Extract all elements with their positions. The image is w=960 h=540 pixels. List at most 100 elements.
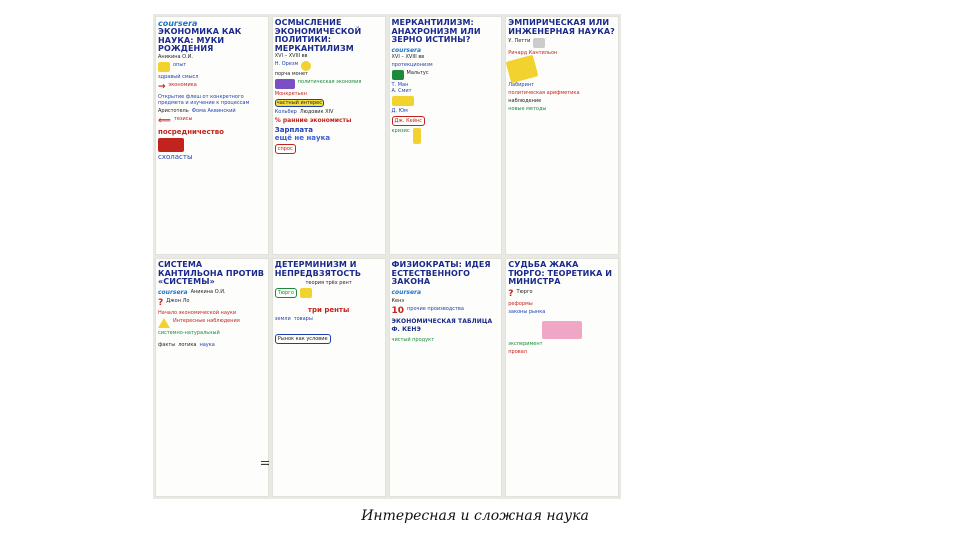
note: факты: [158, 341, 176, 348]
note: Людовик XIV: [299, 109, 334, 115]
sheet-title: Детерминизм и непредвзятость: [274, 260, 362, 278]
sheet-title: Осмысление экономической политики: мерка…: [274, 18, 362, 53]
sheet-title: Эмпирическая или инженерная наука?: [508, 18, 615, 36]
bulb-doodle-icon: [158, 61, 170, 72]
sheet-mercantilism-anachronism: Меркантилизм: анахронизм или зерно истин…: [388, 16, 503, 255]
note: порча монет: [274, 71, 308, 77]
bulb-doodle-icon: [412, 127, 421, 144]
sheet-title: Экономика как наука: муки рождения: [158, 27, 242, 53]
note: три ренты: [307, 306, 350, 314]
slide-caption: Интересная и сложная наука: [0, 508, 960, 524]
question-doodle-icon: ?: [158, 297, 164, 308]
note: здравый смысл: [158, 73, 199, 80]
note: экономика: [168, 81, 197, 88]
arrow-down-doodle-icon: [542, 320, 583, 339]
warning-doodle-icon: [158, 317, 170, 328]
conspect-board-image: coursera Экономика как наука: муки рожде…: [153, 14, 621, 499]
note: эксперимент: [508, 340, 543, 347]
sheet-physiocrats: Физиократы: идея естественного закона co…: [388, 258, 503, 497]
note: Кенэ: [391, 297, 405, 304]
note: ещё не наука: [274, 134, 331, 142]
note: политическая арифметика: [508, 90, 580, 96]
portrait-doodle-icon: [533, 38, 546, 48]
note: Фома Аквинский: [191, 107, 236, 114]
sheet-author: Аникина О.И.: [190, 288, 226, 295]
note: наблюдение: [508, 98, 542, 104]
question-doodle-icon: ?: [508, 288, 514, 299]
note: Кольбер: [274, 109, 297, 115]
sheet-turgot-fate: Судьба Жака Тюрго: теоретика и министра …: [505, 258, 619, 497]
book-doodle-icon: [158, 137, 184, 152]
sheet-empirical-or-engineering: Эмпирическая или инженерная наука? У. Пе…: [505, 16, 619, 255]
note: А. Смит: [391, 87, 412, 94]
note: Интересные наблюдения: [173, 317, 240, 324]
caption-text: Интересная и сложная наука: [361, 508, 589, 524]
globe-doodle-icon: [391, 69, 404, 80]
note: тезисы: [173, 115, 193, 122]
sheet-economics-as-science: coursera Экономика как наука: муки рожде…: [155, 16, 269, 255]
note: теория трёх рент: [305, 280, 352, 286]
note: логика: [178, 341, 197, 348]
note: новые методы: [508, 106, 547, 112]
note: XVI – XVIII вв: [274, 53, 308, 59]
note: схоласты: [158, 152, 193, 161]
sheet-title: Меркантилизм: анахронизм или зерно истин…: [391, 18, 481, 44]
note: Ричард Кантильон: [508, 50, 558, 56]
note: Зарплата: [274, 126, 313, 134]
note: наука: [199, 341, 215, 348]
doodle-icon: [299, 288, 312, 298]
note: посредничество: [158, 127, 224, 136]
note: Дж. Кейнс: [391, 115, 425, 126]
arrow-icon: ⟸: [158, 115, 171, 126]
note: предмета и изучение к процессам: [158, 99, 250, 106]
labyrinth-doodle-icon: [505, 54, 539, 84]
coursera-logo: coursera: [158, 288, 188, 296]
sheet-title: Система Кантильона против «системы»: [158, 260, 265, 286]
coursera-logo: coursera: [391, 288, 422, 296]
note: Тюрго: [274, 288, 297, 298]
note: реформы: [508, 300, 533, 307]
note: системно-натуральный: [158, 329, 220, 336]
note: кризис: [391, 127, 410, 134]
note: XVI – XVIII вв: [391, 53, 425, 60]
note: опыт: [173, 61, 187, 68]
note: Т. Ман: [391, 81, 409, 88]
note: Н. Орезм: [274, 61, 299, 67]
note: Экономическая таблица Ф. Кенэ: [391, 317, 493, 334]
note: Мальтус: [406, 69, 429, 76]
arrow-right-icon: ⇒: [260, 453, 269, 472]
note: У. Петти: [508, 38, 531, 44]
building-doodle-icon: [391, 95, 414, 106]
sheet-title: Физиократы: идея естественного закона: [391, 260, 491, 286]
note: Начало экономической науки: [158, 309, 237, 316]
books-doodle-icon: [274, 79, 295, 89]
note: Аристотель: [158, 107, 189, 114]
note: Джон Ло: [166, 297, 190, 304]
note: частный интерес: [274, 99, 324, 107]
note: спрос: [274, 144, 296, 154]
coursera-logo: coursera: [158, 19, 198, 28]
note: % ранние экономисты: [274, 117, 352, 124]
sheet-title: Судьба Жака Тюрго: теоретика и министра: [508, 260, 613, 286]
sheet-cantillon-system: Система Кантильона против «системы» cour…: [155, 258, 269, 497]
note: Монкретьен: [274, 91, 307, 97]
coin-doodle-icon: [301, 61, 312, 71]
sheet-author: Аникина О.И.: [158, 53, 193, 60]
note: протекционизм: [391, 61, 433, 68]
note: Лабиринт: [508, 82, 535, 88]
note: прочие производства: [407, 305, 464, 312]
note: законы рынка: [508, 308, 546, 315]
sheet-mercantilism-policy: Осмысление экономической политики: мерка…: [271, 16, 386, 255]
note: Рынок как условие: [274, 334, 331, 344]
note: товары: [293, 316, 313, 322]
note: Д. Юм: [391, 107, 408, 114]
note: политическая экономия: [297, 79, 362, 85]
note: земли: [274, 316, 291, 322]
note: 10: [391, 305, 405, 316]
coursera-logo: coursera: [391, 46, 422, 54]
sheet-determinism: Детерминизм и непредвзятость теория трёх…: [271, 258, 386, 497]
note: провал: [508, 348, 527, 355]
note: Открытие флеш от конкретного: [158, 93, 244, 100]
note: Тюрго: [516, 288, 533, 295]
arrow-icon: →: [158, 81, 166, 92]
